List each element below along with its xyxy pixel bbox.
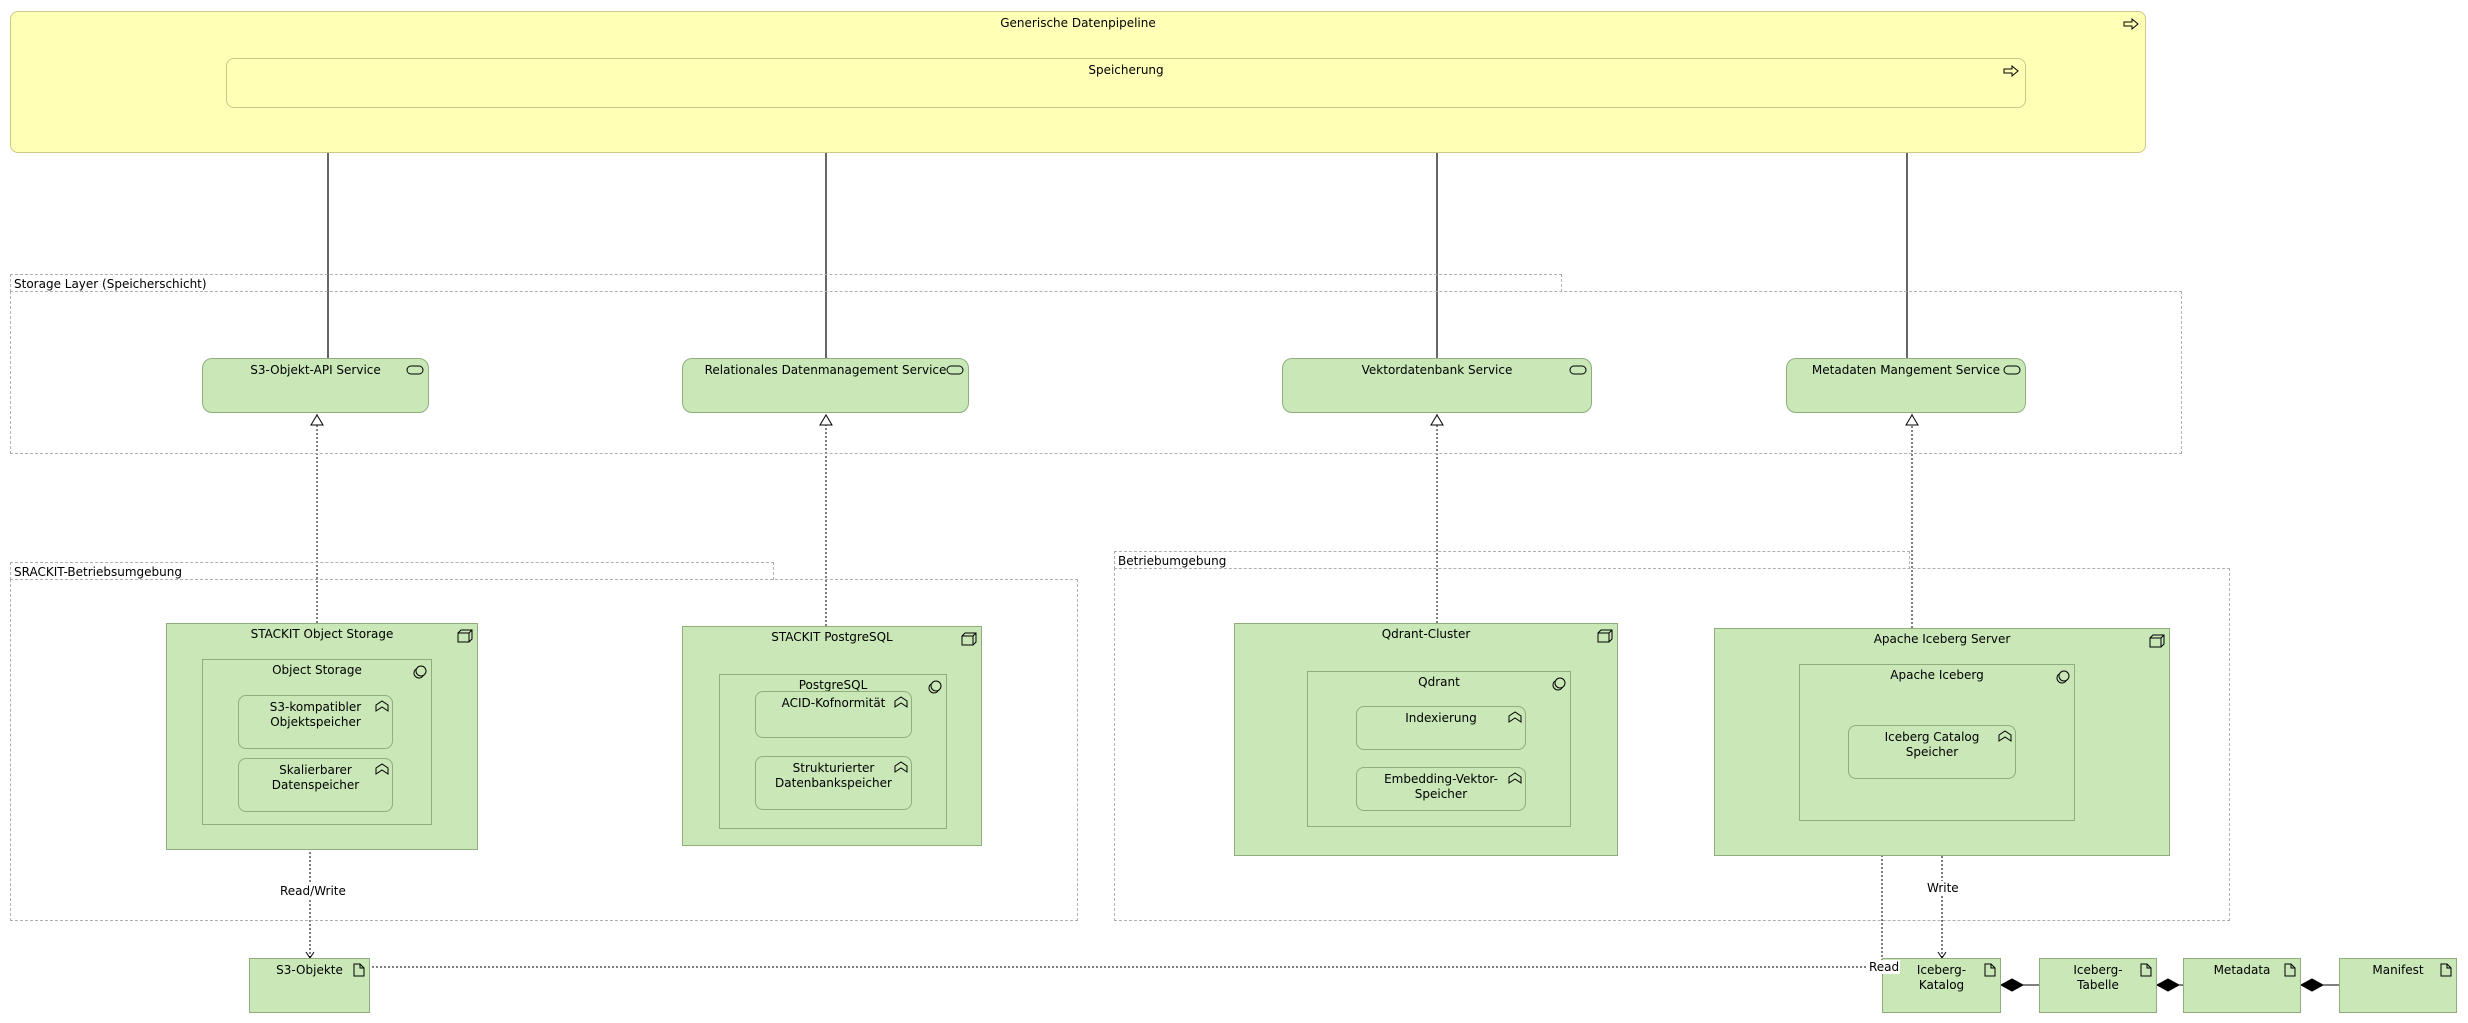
service-metadaten-management[interactable]: Metadaten Mangement Service: [1786, 358, 2026, 413]
edge-label-read: Read: [1868, 960, 1901, 974]
diamond-tabelle: [2155, 978, 2181, 992]
service-relationales-datenmanagement[interactable]: Relationales Datenmanagement Service: [682, 358, 969, 413]
function-acid[interactable]: ACID-Kofnormität: [755, 691, 912, 738]
edge-label-read-write: Read/Write: [279, 884, 347, 898]
function-label-line1: Iceberg Catalog: [1884, 730, 1980, 744]
artifact-iceberg-katalog[interactable]: Iceberg- Katalog: [1882, 958, 2001, 1013]
service-vektordatenbank[interactable]: Vektordatenbank Service: [1282, 358, 1592, 413]
system-postgresql[interactable]: PostgreSQL ACID-Kofnormität Strukturiert…: [719, 674, 947, 829]
service-icon: [2003, 365, 2021, 375]
node-icon: [1597, 629, 1613, 643]
node-stackit-object-storage[interactable]: STACKIT Object Storage Object Storage S3…: [166, 623, 478, 850]
function-label-line1: Indexierung: [1405, 711, 1477, 725]
function-icon: [1508, 772, 1522, 784]
function-strukturierter[interactable]: Strukturierter Datenbankspeicher: [755, 756, 912, 810]
betrieb-env-group[interactable]: [1114, 568, 2230, 921]
diamond-metadata: [2299, 978, 2325, 992]
service-label: Vektordatenbank Service: [1361, 363, 1513, 377]
artifact-metadata[interactable]: Metadata: [2183, 958, 2301, 1013]
system-object-storage[interactable]: Object Storage S3-kompatibler Objektspei…: [202, 659, 432, 825]
system-label: Apache Iceberg: [1890, 668, 1984, 682]
system-software-icon: [1552, 677, 1566, 691]
stackit-env-tab: SRACKIT-Betriebsumgebung: [10, 562, 774, 580]
function-s3-kompatibler[interactable]: S3-kompatibler Objektspeicher: [238, 695, 393, 749]
function-label-line2: Datenbankspeicher: [775, 776, 892, 790]
service-icon: [1569, 365, 1587, 375]
artifact-label: Metadata: [2213, 963, 2271, 977]
storage-process-box[interactable]: Speicherung: [226, 58, 2026, 108]
system-software-icon: [2056, 670, 2070, 684]
function-label-line2: Speicher: [1905, 745, 1959, 759]
system-label: Object Storage: [272, 663, 362, 677]
system-software-icon: [928, 680, 942, 694]
function-label-line1: Skalierbarer: [279, 763, 352, 777]
node-icon: [961, 632, 977, 646]
node-icon: [2149, 634, 2165, 648]
artifact-icon: [353, 963, 365, 977]
artifact-label: S3-Objekte: [276, 963, 343, 977]
artifact-icon: [1984, 963, 1996, 977]
function-icon: [1998, 730, 2012, 742]
edge-label-write: Write: [1926, 881, 1960, 895]
betrieb-env-label: Betriebumgebung: [1118, 554, 1227, 568]
function-icon: [375, 700, 389, 712]
storage-layer-tab: Storage Layer (Speicherschicht): [10, 274, 1562, 292]
function-embedding-vektor-speicher[interactable]: Embedding-Vektor- Speicher: [1356, 767, 1526, 811]
process-arrow-icon: [2003, 65, 2019, 77]
node-label: STACKIT PostgreSQL: [771, 630, 893, 644]
node-label: Qdrant-Cluster: [1381, 627, 1471, 641]
betrieb-env-tab: Betriebumgebung: [1114, 551, 1910, 569]
service-label: Relationales Datenmanagement Service: [704, 363, 947, 377]
artifact-iceberg-tabelle[interactable]: Iceberg- Tabelle: [2039, 958, 2157, 1013]
artifact-manifest[interactable]: Manifest: [2339, 958, 2457, 1013]
system-label: PostgreSQL: [798, 678, 868, 692]
pipeline-title: Generische Datenpipeline: [1000, 16, 1156, 30]
function-skalierbarer[interactable]: Skalierbarer Datenspeicher: [238, 758, 393, 812]
node-stackit-postgresql[interactable]: STACKIT PostgreSQL PostgreSQL ACID-Kofno…: [682, 626, 982, 846]
service-icon: [946, 365, 964, 375]
function-label-line1: ACID-Kofnormität: [781, 696, 886, 710]
artifact-label-line2: Tabelle: [2077, 978, 2119, 992]
function-icon: [894, 696, 908, 708]
storage-layer-group[interactable]: [10, 291, 2182, 454]
node-icon: [457, 629, 473, 643]
stackit-env-group[interactable]: [10, 579, 1078, 921]
function-icon: [375, 763, 389, 775]
function-iceberg-catalog-speicher[interactable]: Iceberg Catalog Speicher: [1848, 725, 2016, 779]
function-icon: [1508, 711, 1522, 723]
node-qdrant-cluster[interactable]: Qdrant-Cluster Qdrant Indexierung Embedd…: [1234, 623, 1618, 856]
system-qdrant[interactable]: Qdrant Indexierung Embedding-Vektor- Spe…: [1307, 671, 1571, 827]
storage-layer-label: Storage Layer (Speicherschicht): [14, 277, 207, 291]
node-label: Apache Iceberg Server: [1873, 632, 2011, 646]
artifact-label-line1: Iceberg-: [1916, 963, 1967, 977]
function-label-line2: Speicher: [1414, 787, 1468, 801]
function-icon: [894, 761, 908, 773]
node-label: STACKIT Object Storage: [250, 627, 394, 641]
diamond-katalog: [1999, 978, 2025, 992]
artifact-label-line2: Katalog: [1918, 978, 1965, 992]
system-apache-iceberg[interactable]: Apache Iceberg Iceberg Catalog Speicher: [1799, 664, 2075, 821]
function-label-line2: Objektspeicher: [270, 715, 361, 729]
node-apache-iceberg-server[interactable]: Apache Iceberg Server Apache Iceberg Ice…: [1714, 628, 2170, 856]
system-label: Qdrant: [1418, 675, 1460, 689]
artifact-icon: [2140, 963, 2152, 977]
function-label-line2: Datenspeicher: [271, 778, 360, 792]
stackit-env-label: SRACKIT-Betriebsumgebung: [14, 565, 182, 579]
function-label-line1: Embedding-Vektor-: [1384, 772, 1498, 786]
artifact-icon: [2440, 963, 2452, 977]
artifact-icon: [2284, 963, 2296, 977]
artifact-label-line1: Iceberg-: [2073, 963, 2123, 977]
service-s3-objekt-api[interactable]: S3-Objekt-API Service: [202, 358, 429, 413]
function-label-line1: S3-kompatibler: [269, 700, 362, 714]
artifact-label: Manifest: [2372, 963, 2424, 977]
process-arrow-icon: [2123, 18, 2139, 30]
service-label: Metadaten Mangement Service: [1811, 363, 2001, 377]
artifact-s3-objekte[interactable]: S3-Objekte: [249, 958, 370, 1013]
storage-title: Speicherung: [1088, 63, 1164, 77]
function-indexierung[interactable]: Indexierung: [1356, 706, 1526, 750]
service-icon: [406, 365, 424, 375]
function-label-line1: Strukturierter: [792, 761, 875, 775]
system-software-icon: [413, 665, 427, 679]
service-label: S3-Objekt-API Service: [250, 363, 381, 377]
